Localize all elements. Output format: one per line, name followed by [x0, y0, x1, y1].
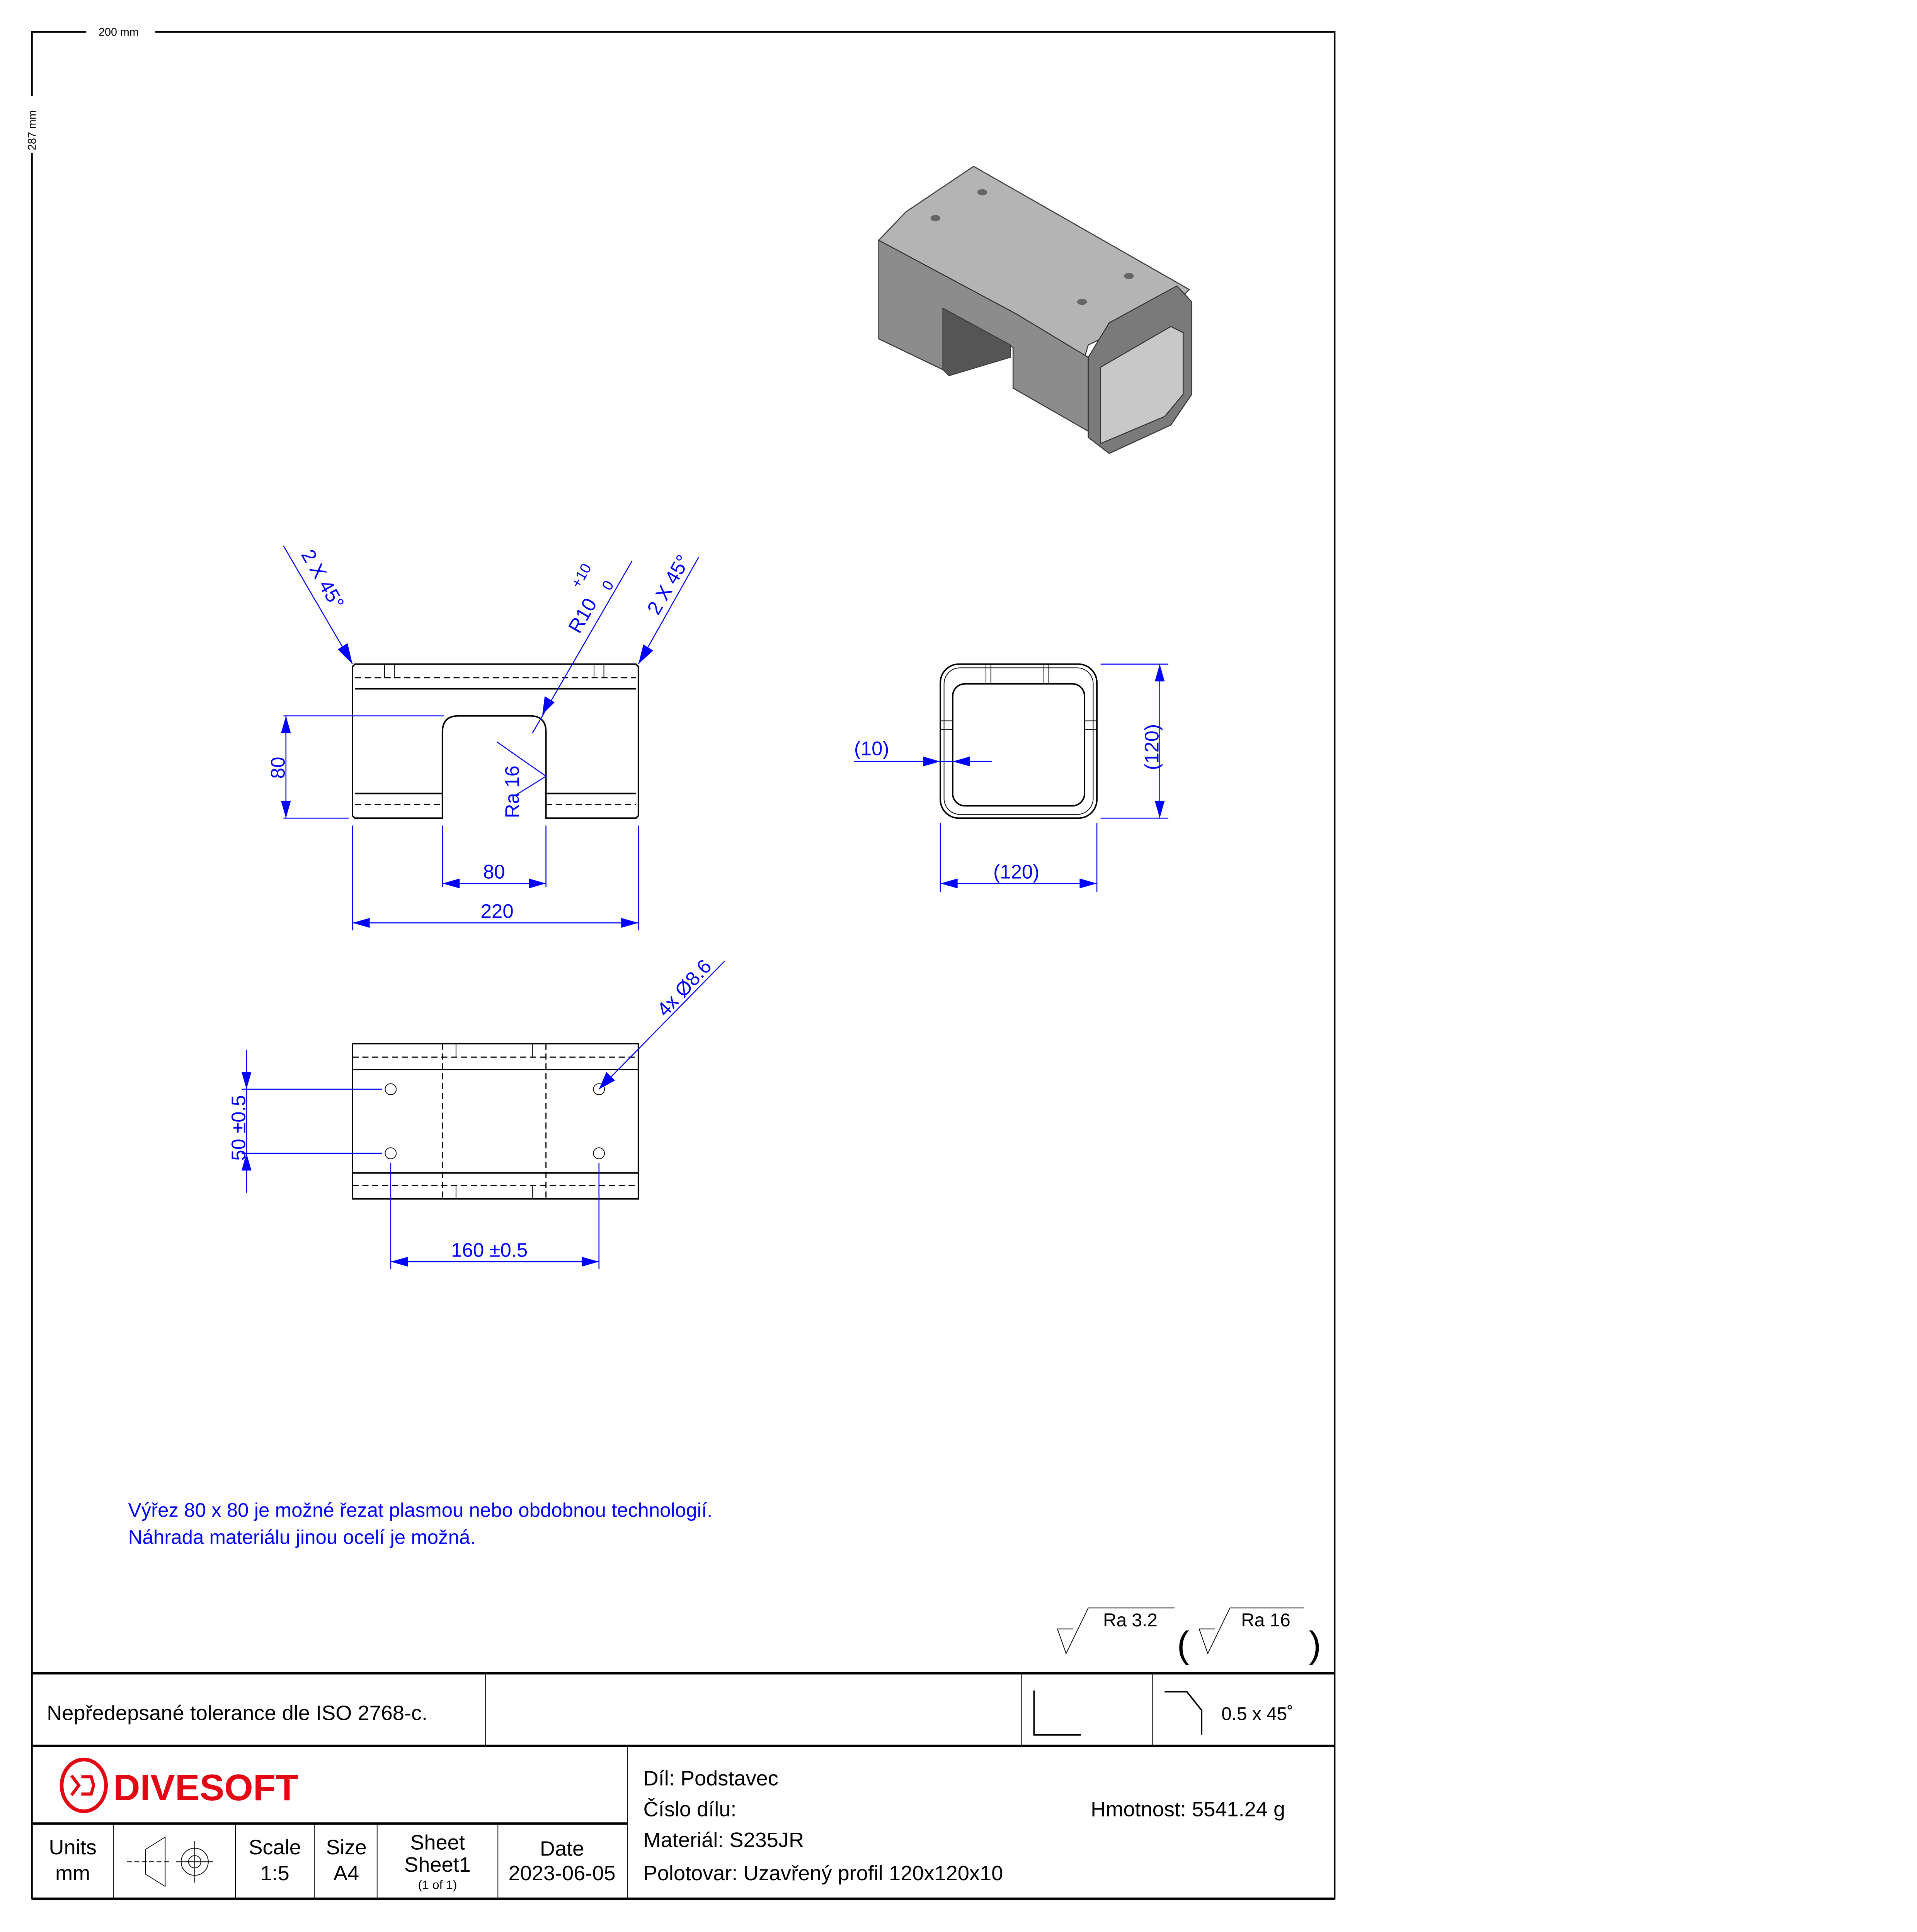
part-mass: Hmotnost: 5541.24 g	[1091, 1798, 1285, 1821]
note-line-2: Náhrada materiálu jinou ocelí je možná.	[128, 1526, 476, 1548]
side-view: (120) (120) (10)	[854, 663, 1168, 892]
dim-side-width: (120)	[993, 861, 1039, 883]
roughness-label: Ra 16	[501, 765, 523, 818]
dim-side-height: (120)	[1141, 724, 1163, 770]
mounting-holes	[385, 1083, 605, 1160]
part-name: Díl: Podstavec	[644, 1767, 778, 1790]
title-block: Nepředepsané tolerance dle ISO 2768-c. 0…	[32, 1672, 1335, 1900]
stock-profile: Polotovar: Uzavřený profil 120x120x10	[644, 1862, 1003, 1885]
bottom-view: 50 ±0.5 160 ±0.5 4x Ø8.6	[228, 955, 725, 1269]
projection-symbol-icon	[127, 1836, 213, 1887]
radius-tol-upper: +10	[568, 561, 595, 591]
size-label: Size	[326, 1836, 366, 1859]
chamfer-right-label: 2 X 45°	[643, 551, 694, 618]
tolerance-note: Nepředepsané tolerance dle ISO 2768-c.	[47, 1702, 427, 1725]
radius-tol-lower: 0	[599, 578, 617, 593]
frame-width-label: 200 mm	[99, 26, 139, 38]
isometric-view	[878, 165, 1192, 454]
sheet-value: Sheet1	[404, 1853, 471, 1876]
roughness-symbol	[496, 741, 547, 795]
radius-label: R10	[564, 594, 601, 637]
size-value: A4	[334, 1862, 359, 1885]
scale-label: Scale	[249, 1836, 301, 1859]
chamfer-symbol-icon	[1165, 1691, 1202, 1735]
general-roughness: Ra 3.2	[1103, 1610, 1158, 1631]
part-number: Číslo dílu:	[644, 1798, 737, 1821]
dim-hole-spacing-x: 160 ±0.5	[451, 1239, 528, 1261]
surface-finish-symbols: Ra 3.2 ( Ra 16 )	[1057, 1607, 1321, 1665]
sheet-count: (1 of 1)	[418, 1878, 457, 1891]
dim-hole-spacing-y: 50 ±0.5	[228, 1095, 250, 1161]
divesoft-logo: DIVESOFT	[60, 1757, 298, 1813]
note-line-1: Výřez 80 x 80 je možné řezat plasmou neb…	[128, 1499, 713, 1521]
dim-overall-length: 220	[481, 900, 514, 922]
dim-wall: (10)	[854, 738, 889, 760]
svg-text:): )	[1309, 1624, 1321, 1665]
frame-height-label: 287 mm	[26, 110, 38, 150]
dim-cutout-height: 80	[267, 757, 289, 779]
date-value: 2023-06-05	[508, 1862, 615, 1885]
front-view: 80 80 220 2 X 45° 2 X 45° R10 +10 0 Ra 1…	[267, 546, 700, 930]
holes-callout: 4x Ø8.6	[652, 955, 716, 1021]
svg-text:(: (	[1177, 1624, 1189, 1665]
units-label: Units	[49, 1836, 96, 1859]
specific-roughness: Ra 16	[1241, 1610, 1290, 1631]
edge-chamfer: 0.5 x 45˚	[1221, 1704, 1293, 1725]
units-value: mm	[55, 1862, 90, 1885]
edge-symbol-icon	[1033, 1690, 1081, 1736]
sheet-label: Sheet	[410, 1831, 465, 1854]
dim-cutout-width: 80	[483, 861, 505, 883]
scale-value: 1:5	[260, 1862, 289, 1885]
date-label: Date	[540, 1837, 584, 1860]
material: Materiál: S235JR	[644, 1828, 804, 1852]
company-name: DIVESOFT	[113, 1767, 298, 1808]
chamfer-left-label: 2 X 45°	[297, 546, 349, 613]
